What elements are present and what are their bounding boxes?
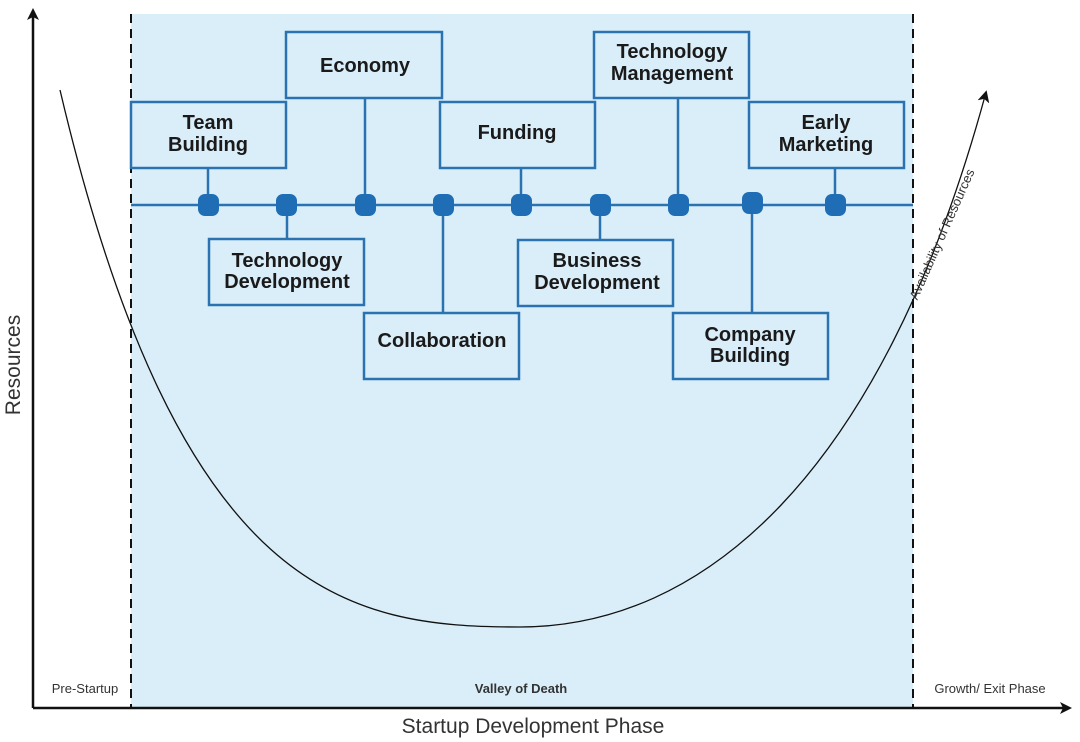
activity-collaboration: Collaboration [362, 311, 521, 381]
activity-label: Early [802, 112, 852, 134]
phase-valley-of-death: Valley of Death [475, 681, 568, 696]
timeline-node [825, 194, 846, 216]
activity-team-building: Team Building [129, 100, 288, 170]
activity-label: Building [168, 134, 248, 156]
phase-growth-exit: Growth/ Exit Phase [934, 681, 1045, 696]
timeline-node [355, 194, 376, 216]
activity-label: Funding [478, 122, 557, 144]
timeline-node [668, 194, 689, 216]
activity-funding: Funding [438, 100, 597, 170]
timeline-node [433, 194, 454, 216]
activity-label: Development [534, 272, 660, 294]
activity-label: Management [611, 63, 734, 85]
x-axis-label: Startup Development Phase [402, 715, 665, 738]
activity-label: Collaboration [378, 330, 507, 352]
activity-label: Technology [617, 41, 729, 63]
activity-label: Building [710, 345, 790, 367]
timeline-node [742, 192, 763, 214]
timeline-node [198, 194, 219, 216]
activity-technology-development: Technology Development [207, 237, 366, 307]
timeline-node [276, 194, 297, 216]
activity-label: Technology [232, 250, 344, 272]
activity-economy: Economy [284, 30, 444, 100]
y-axis-label: Resources [2, 315, 25, 415]
timeline-nodes [198, 192, 846, 216]
activity-label: Company [704, 324, 796, 346]
activity-label: Business [553, 250, 642, 272]
timeline-node [590, 194, 611, 216]
activity-company-building: Company Building [671, 311, 830, 381]
activity-label: Economy [320, 55, 411, 77]
activity-label: Team [183, 112, 234, 134]
activity-early-marketing: Early Marketing [747, 100, 906, 170]
activity-technology-management: Technology Management [592, 30, 751, 100]
phase-pre-startup: Pre-Startup [52, 681, 118, 696]
activity-label: Marketing [779, 134, 873, 156]
activity-label: Development [224, 271, 350, 293]
resource-availability-curve [59, 89, 990, 628]
timeline-node [511, 194, 532, 216]
activity-business-development: Business Development [516, 238, 675, 308]
curve-label: Availability of Resources [906, 166, 977, 302]
